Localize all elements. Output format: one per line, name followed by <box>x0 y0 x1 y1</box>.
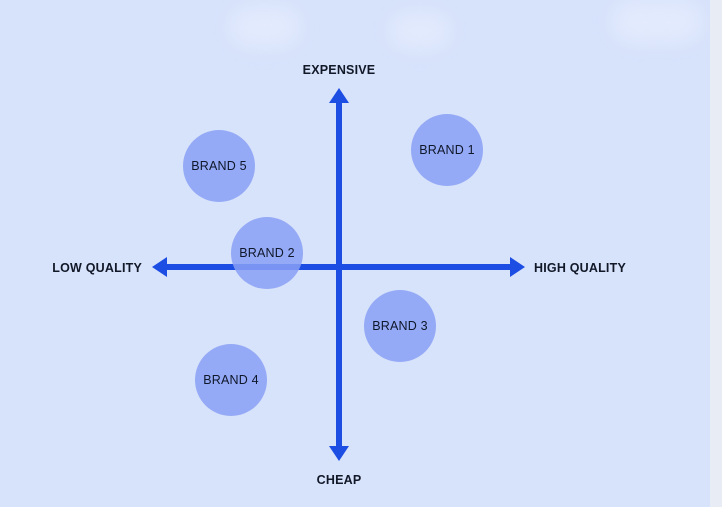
axis-label-high-quality: HIGH QUALITY <box>534 261 626 275</box>
window-edge <box>710 0 722 507</box>
bubble-brand-3: BRAND 3 <box>364 290 436 362</box>
axis-label-expensive: EXPENSIVE <box>302 63 376 77</box>
vertical-axis-line <box>336 100 342 450</box>
horizontal-axis-line <box>163 264 515 270</box>
decorative-blur <box>230 8 300 46</box>
arrow-down-icon <box>329 446 349 461</box>
arrow-right-icon <box>510 257 525 277</box>
axis-label-low-quality: LOW QUALITY <box>52 261 142 275</box>
bubble-brand-1: BRAND 1 <box>411 114 483 186</box>
arrow-up-icon <box>329 88 349 103</box>
axis-label-cheap: CHEAP <box>316 473 362 487</box>
bubble-brand-5: BRAND 5 <box>183 130 255 202</box>
bubble-brand-4: BRAND 4 <box>195 344 267 416</box>
bubble-brand-2: BRAND 2 <box>231 217 303 289</box>
arrow-left-icon <box>152 257 167 277</box>
decorative-blur <box>390 14 450 48</box>
decorative-blur <box>612 2 702 42</box>
